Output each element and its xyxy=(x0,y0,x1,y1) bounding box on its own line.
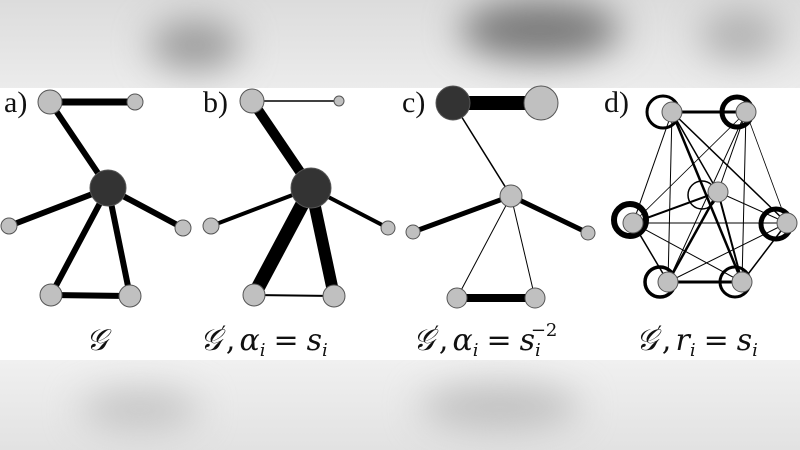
graph-node-a xyxy=(118,284,142,308)
panel-label-d: d) xyxy=(604,86,629,119)
panel-label-a: a) xyxy=(4,86,27,119)
graph-edge-d xyxy=(666,191,720,283)
graph-node-c xyxy=(405,224,421,240)
graph-node-b xyxy=(322,284,346,308)
graph-node-d xyxy=(776,212,798,234)
graph-edge-d xyxy=(741,111,747,283)
graph-node-c xyxy=(580,225,596,241)
graph-edge-d xyxy=(632,111,747,224)
graph-node-a xyxy=(174,219,192,237)
hub-node-c xyxy=(435,85,471,121)
panel-label-b: b) xyxy=(203,86,228,119)
graph-node-b xyxy=(202,217,220,235)
blurred-background-top xyxy=(0,0,800,90)
hub-node-b xyxy=(290,167,332,209)
graph-node-c xyxy=(499,184,523,208)
caption-c: 𝒢′,αi=si−2 xyxy=(413,320,557,361)
graph-edge-d xyxy=(717,191,788,224)
hub-node-a xyxy=(89,169,127,207)
graph-node-d xyxy=(657,271,679,293)
graph-edge-a xyxy=(50,292,131,299)
graph-node-b xyxy=(380,220,396,236)
radius-ring-d xyxy=(611,201,649,239)
graph-node-d xyxy=(622,212,644,234)
graph-edge-d xyxy=(632,222,669,283)
blur-blob xyxy=(150,20,240,70)
graph-edge-d xyxy=(667,222,788,283)
graph-edge-a xyxy=(48,186,111,297)
panel-label-c: c) xyxy=(402,86,425,119)
graph-edge-c xyxy=(412,193,512,235)
graph-edge-d xyxy=(632,111,673,224)
graph-node-a xyxy=(37,89,63,115)
graph-node-b xyxy=(333,95,345,107)
graph-edge-c xyxy=(452,102,512,197)
graph-node-a xyxy=(0,217,18,235)
blur-blob xyxy=(700,10,780,60)
graph-node-d xyxy=(707,181,729,203)
graph-edge-d xyxy=(671,111,719,193)
graph-edge-d xyxy=(717,111,747,193)
graph-node-c xyxy=(446,287,468,309)
graph-edge-c xyxy=(509,193,590,236)
graph-node-d xyxy=(735,101,757,123)
graph-edge-d xyxy=(741,222,788,283)
graph-node-a xyxy=(39,283,63,307)
figure-background xyxy=(0,88,800,360)
graph-edge-c xyxy=(510,195,536,299)
graph-node-a xyxy=(126,93,144,111)
graph-node-c xyxy=(524,287,546,309)
blur-blob xyxy=(460,0,620,60)
graph-edge-d xyxy=(667,111,673,283)
blur-blob xyxy=(420,385,580,430)
graph-edge-d xyxy=(671,111,788,224)
graph-node-d xyxy=(661,101,683,123)
graph-edge-d xyxy=(632,222,743,283)
graph-node-b xyxy=(239,88,265,114)
graph-edge-c xyxy=(456,195,512,299)
blur-blob xyxy=(80,390,200,430)
graph-node-b xyxy=(242,283,266,307)
graph-edge-d xyxy=(745,111,788,224)
caption-d: 𝒢′,ri=si xyxy=(636,321,758,361)
graph-edge-d xyxy=(632,191,719,224)
blurred-background-bottom xyxy=(0,360,800,450)
graph-edge-d xyxy=(717,191,743,283)
graph-node-c xyxy=(523,85,559,121)
graph-edge-b xyxy=(253,294,335,297)
graph-node-d xyxy=(731,271,753,293)
